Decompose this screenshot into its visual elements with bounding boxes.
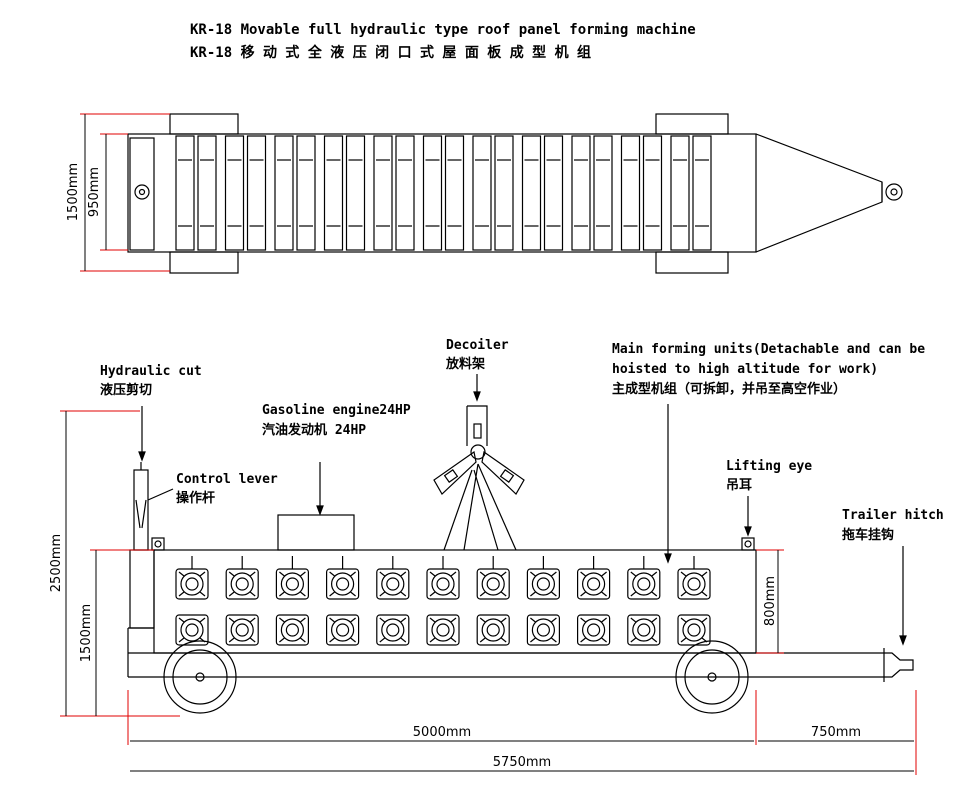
forming-roller-unit [677, 614, 711, 646]
forming-station-top [422, 135, 465, 251]
side-view [60, 374, 917, 775]
dim-750: 750mm [811, 725, 861, 740]
engine-label-en: Gasoline engine24HP [262, 403, 411, 418]
hydraulic-cut-label-cn: 液压剪切 [100, 383, 153, 398]
lifting-eye-label-en: Lifting eye [726, 459, 813, 474]
control-lever-label-cn: 操作杆 [176, 491, 216, 506]
forming-roller-unit [225, 568, 259, 600]
title-english: KR-18 Movable full hydraulic type roof p… [190, 22, 696, 38]
forming-roller-unit [175, 568, 209, 600]
forming-roller-unit [275, 568, 309, 600]
forming-station-top [472, 135, 514, 251]
forming-station-top [323, 135, 366, 251]
forming-roller-unit [476, 568, 510, 600]
forming-station-top [620, 135, 663, 251]
forming-station-top [274, 135, 316, 251]
forming-roller-unit [225, 614, 259, 646]
forming-units-label-en2: hoisted to high altitude for work) [612, 362, 879, 377]
dim-top-1500: 1500mm [66, 163, 81, 221]
forming-units-label-cn: 主成型机组（可拆卸，并吊至高空作业） [612, 382, 847, 397]
title-chinese: KR-18 移 动 式 全 液 压 闭 口 式 屋 面 板 成 型 机 组 [190, 45, 592, 61]
decoiler-label-cn: 放料架 [446, 357, 486, 372]
forming-roller-unit [576, 568, 611, 600]
forming-roller-unit [376, 614, 410, 646]
forming-roller-unit [326, 614, 360, 646]
forming-station-top [670, 135, 712, 251]
forming-roller-unit [677, 568, 711, 600]
forming-station-top [373, 135, 415, 251]
dim-5750: 5750mm [493, 755, 551, 770]
lifting-eye-label-cn: 吊耳 [726, 478, 753, 493]
decoiler-label-en: Decoiler [446, 338, 509, 353]
trailer-hitch-label-cn: 拖车挂钩 [842, 528, 895, 543]
forming-station-top [521, 135, 564, 251]
dim-5000: 5000mm [413, 725, 471, 740]
dim-1500: 1500mm [79, 604, 94, 662]
forming-roller-unit [526, 568, 561, 600]
dim-800: 800mm [763, 576, 778, 626]
engine-label-cn: 汽油发动机 24HP [262, 423, 367, 438]
forming-roller-unit [426, 568, 460, 600]
dim-2500: 2500mm [49, 534, 64, 592]
forming-roller-unit [326, 568, 360, 600]
forming-units-label-en1: Main forming units(Detachable and can be [612, 342, 926, 357]
hydraulic-cut-label-en: Hydraulic cut [100, 364, 202, 379]
forming-roller-unit [627, 614, 661, 646]
forming-roller-unit [526, 614, 561, 646]
control-lever-label-en: Control lever [176, 472, 278, 487]
top-view [80, 113, 903, 274]
forming-roller-unit [627, 568, 661, 600]
dim-top-950: 950mm [87, 167, 102, 217]
forming-roller-unit [576, 614, 611, 646]
forming-station-top [175, 135, 217, 251]
forming-roller-unit [275, 614, 309, 646]
forming-station-top [224, 135, 267, 251]
forming-roller-unit [175, 614, 209, 646]
forming-station-top [571, 135, 613, 251]
forming-roller-unit [426, 614, 460, 646]
trailer-hitch-label-en: Trailer hitch [842, 508, 944, 523]
forming-roller-unit [476, 614, 510, 646]
forming-roller-unit [376, 568, 410, 600]
